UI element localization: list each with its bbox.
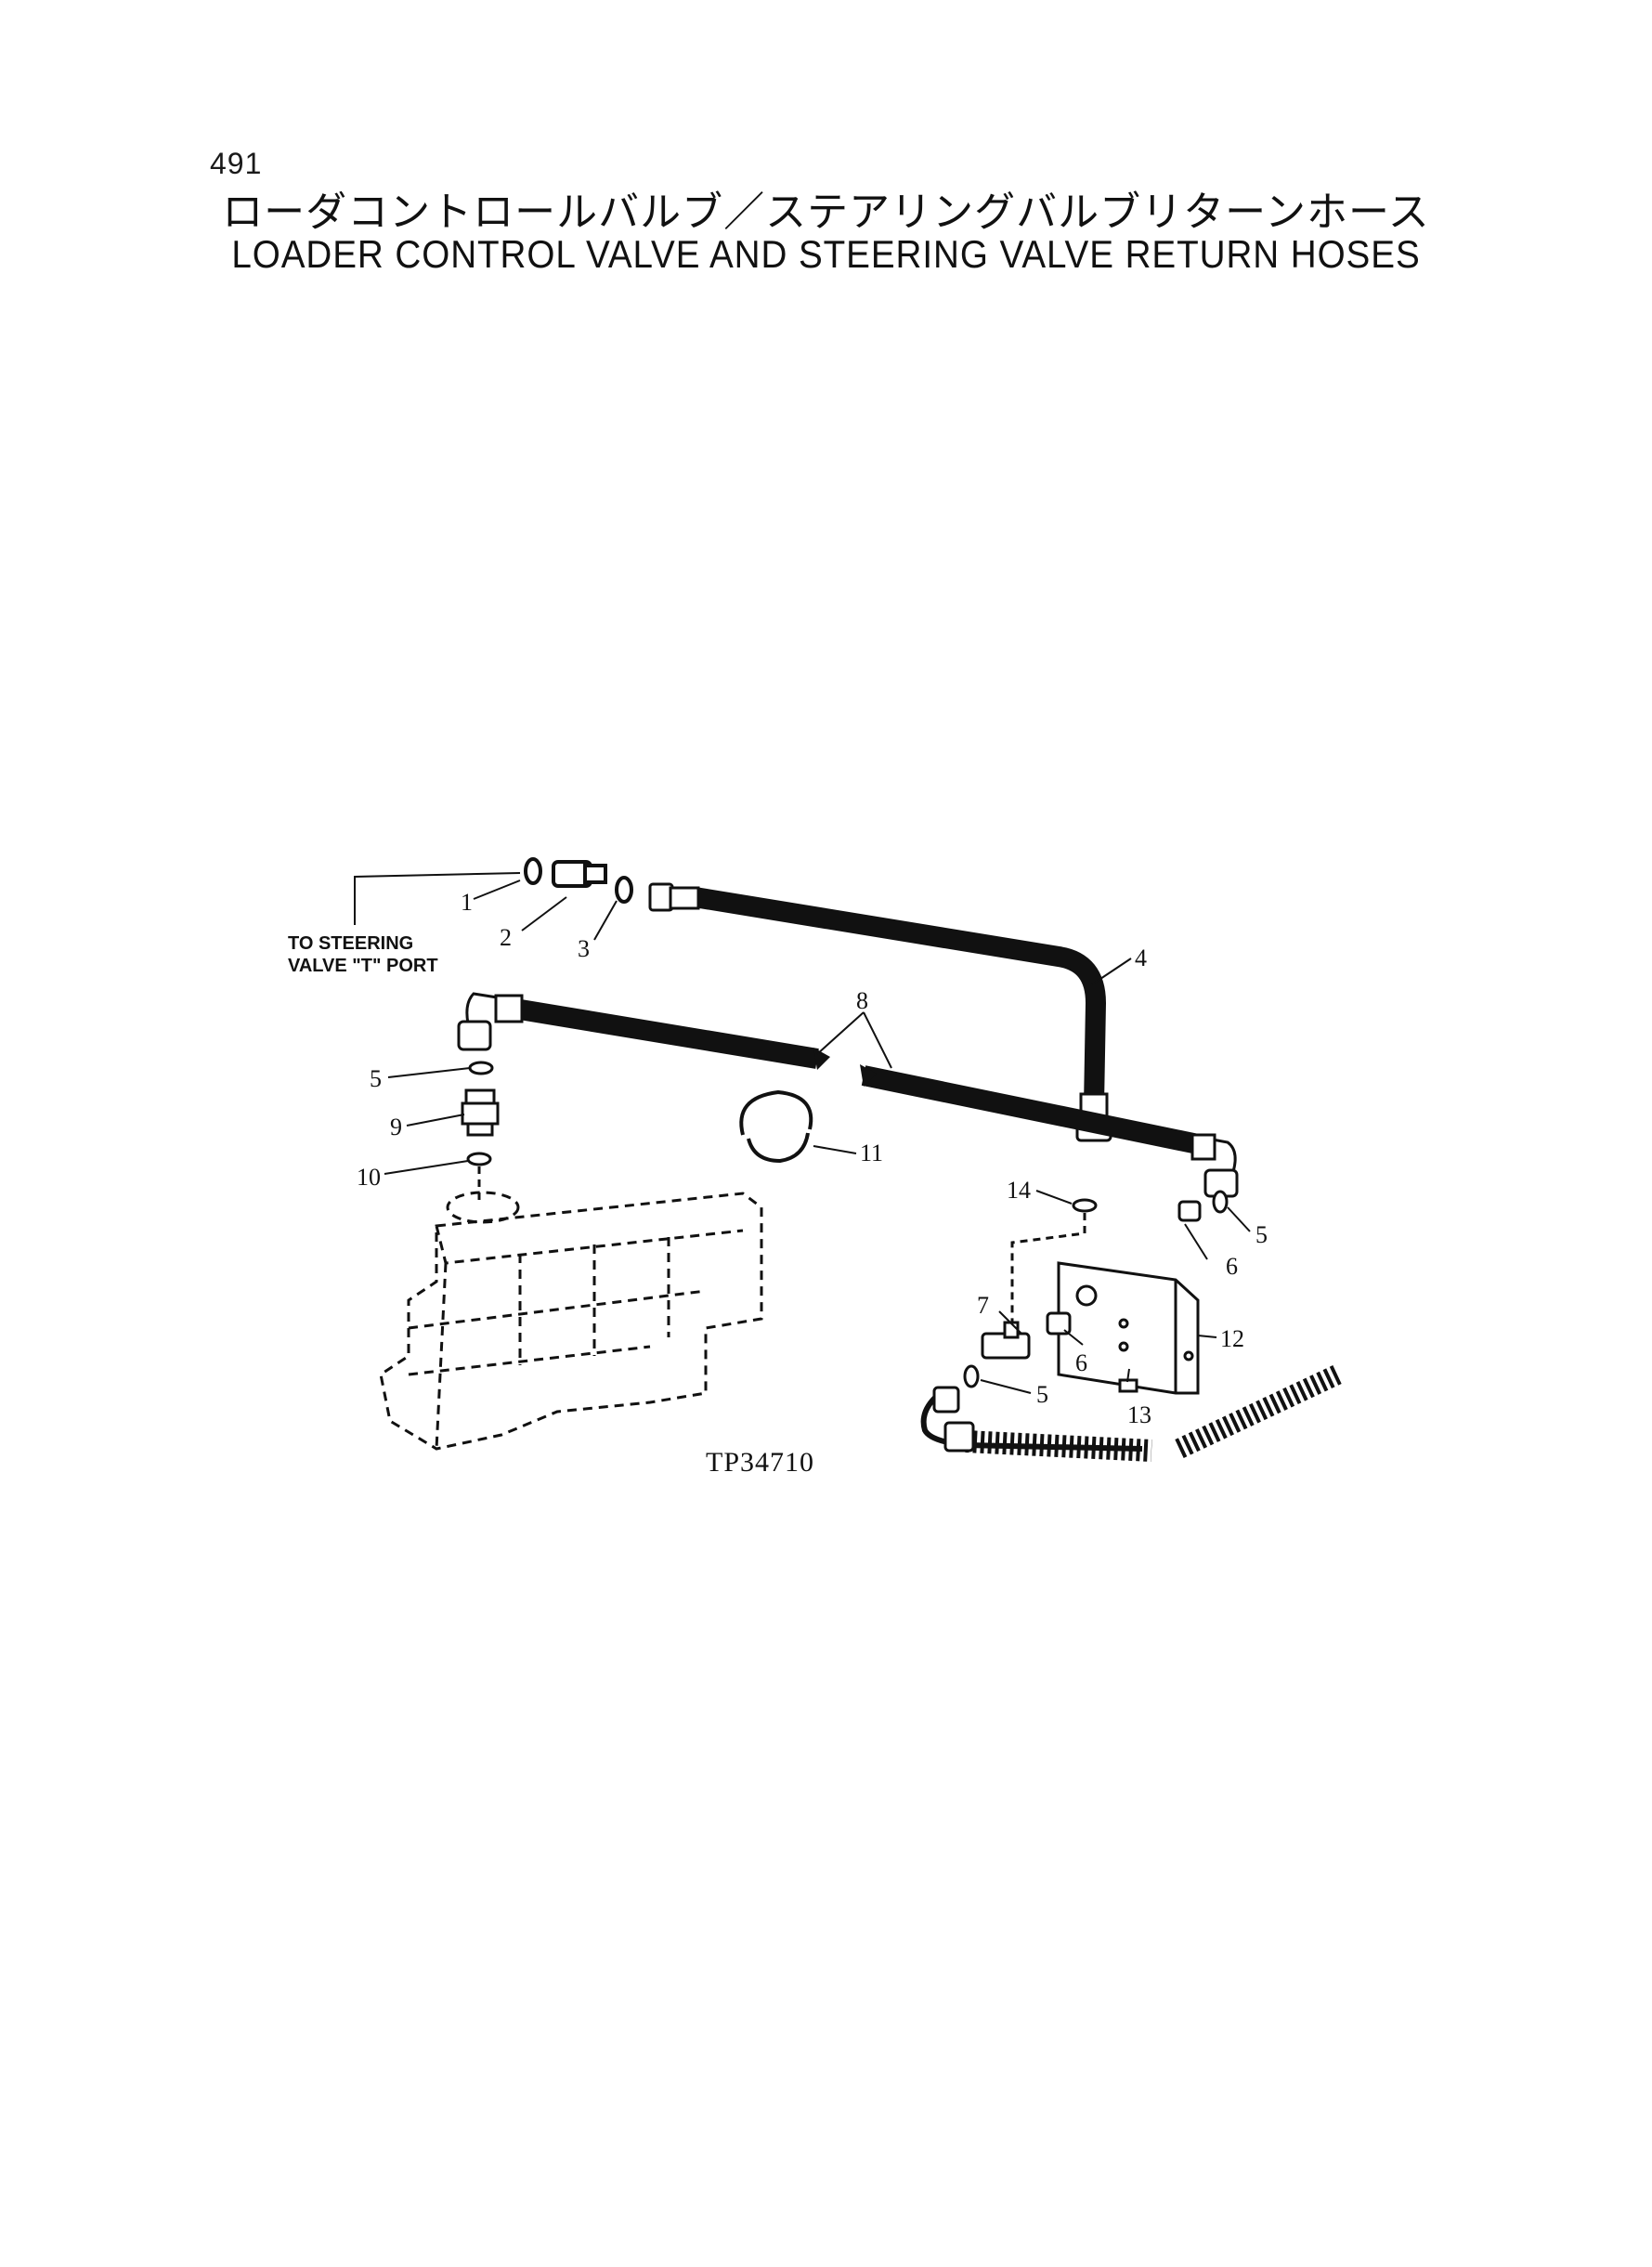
callout-13: 13 bbox=[1127, 1401, 1151, 1428]
page-number: 491 bbox=[210, 147, 263, 180]
callout-6-right: 6 bbox=[1226, 1253, 1238, 1280]
callout-leaders bbox=[384, 879, 1251, 1394]
return-hose-8-left bbox=[507, 997, 819, 1069]
hose-8-elbows bbox=[457, 992, 1239, 1198]
clamp-11 bbox=[739, 1089, 813, 1164]
callout-10: 10 bbox=[357, 1164, 381, 1191]
callout-5-left: 5 bbox=[370, 1065, 382, 1092]
lower-hose-fittings bbox=[932, 1386, 975, 1453]
callout-3: 3 bbox=[578, 935, 590, 962]
callout-5-right: 5 bbox=[1255, 1221, 1268, 1248]
loader-control-valve bbox=[379, 1191, 763, 1451]
callout-1: 1 bbox=[461, 889, 473, 916]
fitting-parts-1-3 bbox=[524, 857, 633, 904]
figure-id: TP34710 bbox=[706, 1447, 814, 1478]
callout-2: 2 bbox=[500, 924, 512, 951]
steering-note-line1: TO STEERING bbox=[288, 933, 413, 954]
title-japanese: ローダコントロールバルブ／ステアリングバルブリターンホース bbox=[222, 189, 1430, 236]
return-hose-4 bbox=[693, 887, 1107, 1106]
title-english: LOADER CONTROL VALVE AND STEERING VALVE … bbox=[231, 232, 1421, 276]
steering-note-leader bbox=[354, 872, 521, 925]
callout-8: 8 bbox=[856, 987, 868, 1014]
callout-14: 14 bbox=[1007, 1177, 1031, 1204]
steering-note-line2: VALVE "T" PORT bbox=[288, 956, 438, 976]
callout-7: 7 bbox=[977, 1292, 989, 1319]
fitting-parts-5-9-10 bbox=[461, 1061, 500, 1204]
break-mark bbox=[813, 1048, 877, 1087]
callout-11: 11 bbox=[860, 1140, 883, 1166]
callout-9: 9 bbox=[390, 1114, 402, 1140]
return-hose-8-right bbox=[861, 1065, 1201, 1154]
callout-5-lower: 5 bbox=[1036, 1381, 1048, 1408]
callout-6-lower: 6 bbox=[1075, 1349, 1087, 1376]
bracket-12 bbox=[1057, 1261, 1200, 1395]
callout-12: 12 bbox=[1220, 1325, 1244, 1352]
callout-4: 4 bbox=[1135, 945, 1147, 971]
